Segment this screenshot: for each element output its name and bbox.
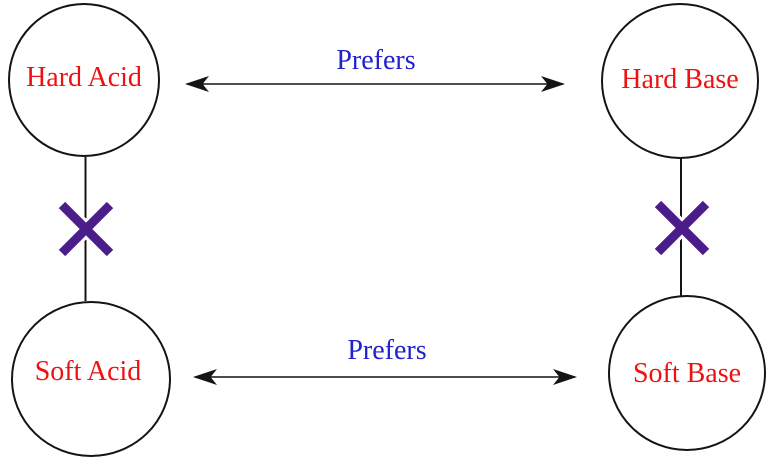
node-label-hard-base: Hard Base	[621, 64, 739, 95]
node-circle-soft-acid	[11, 301, 171, 457]
node-circle-soft-base	[608, 295, 766, 451]
node-label-hard-acid: Hard Acid	[26, 62, 142, 93]
cross-out-right-icon	[654, 200, 710, 256]
node-label-soft-acid: Soft Acid	[34, 356, 142, 387]
edge-label-prefers-top: Prefers	[336, 45, 416, 76]
node-label-soft-base: Soft Base	[632, 358, 742, 389]
cross-out-left-icon	[58, 201, 114, 257]
edge-label-prefers-bottom: Prefers	[347, 335, 427, 366]
node-circle-hard-acid	[8, 3, 160, 157]
